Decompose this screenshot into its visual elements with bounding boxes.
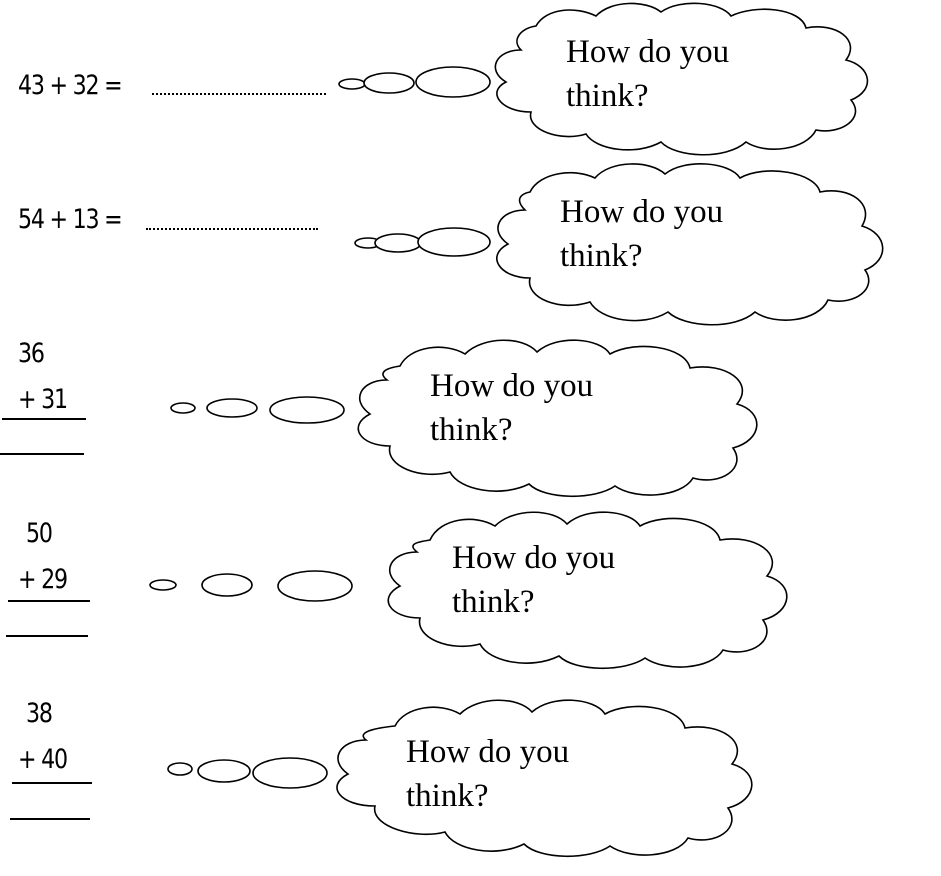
prompt-line-2: think? [406,778,489,814]
answer-line[interactable] [10,818,90,820]
prompt-line-2: think? [430,412,513,448]
prompt-line-2: think? [560,238,643,274]
addend-top: 38 [26,698,53,729]
prompt-line-1: How do you [406,734,570,770]
prompt-line-2: think? [452,584,535,620]
equation-text: 43 + 32 = [18,70,123,101]
thought-bubble-icon [354,163,884,326]
prompt-text: How do you think? [560,190,723,278]
addend-top: 50 [26,518,53,549]
prompt-line-1: How do you [560,194,724,230]
answer-line[interactable] [6,635,88,637]
thought-bubble-icon [149,511,788,670]
equation-text: 54 + 13 = [18,204,123,235]
sum-line [2,418,86,420]
prompt-text: How do you think? [406,730,569,818]
addend-top: 36 [18,338,45,369]
sum-line [8,600,90,602]
thought-bubble-icon [167,699,753,858]
answer-blank[interactable] [152,93,326,95]
prompt-line-1: How do you [452,540,616,576]
thought-bubble-icon [338,2,869,156]
thought-bubble-icon [170,339,758,498]
prompt-line-1: How do you [430,368,594,404]
prompt-text: How do you think? [566,30,729,118]
answer-blank[interactable] [146,228,318,230]
addend-bottom: + 40 [18,744,68,775]
prompt-line-2: think? [566,78,649,114]
prompt-text: How do you think? [452,536,615,624]
prompt-line-1: How do you [566,34,730,70]
addend-bottom: + 29 [18,564,68,595]
prompt-text: How do you think? [430,364,593,452]
answer-line[interactable] [0,453,84,455]
sum-line [12,782,92,784]
addend-bottom: + 31 [18,384,68,415]
